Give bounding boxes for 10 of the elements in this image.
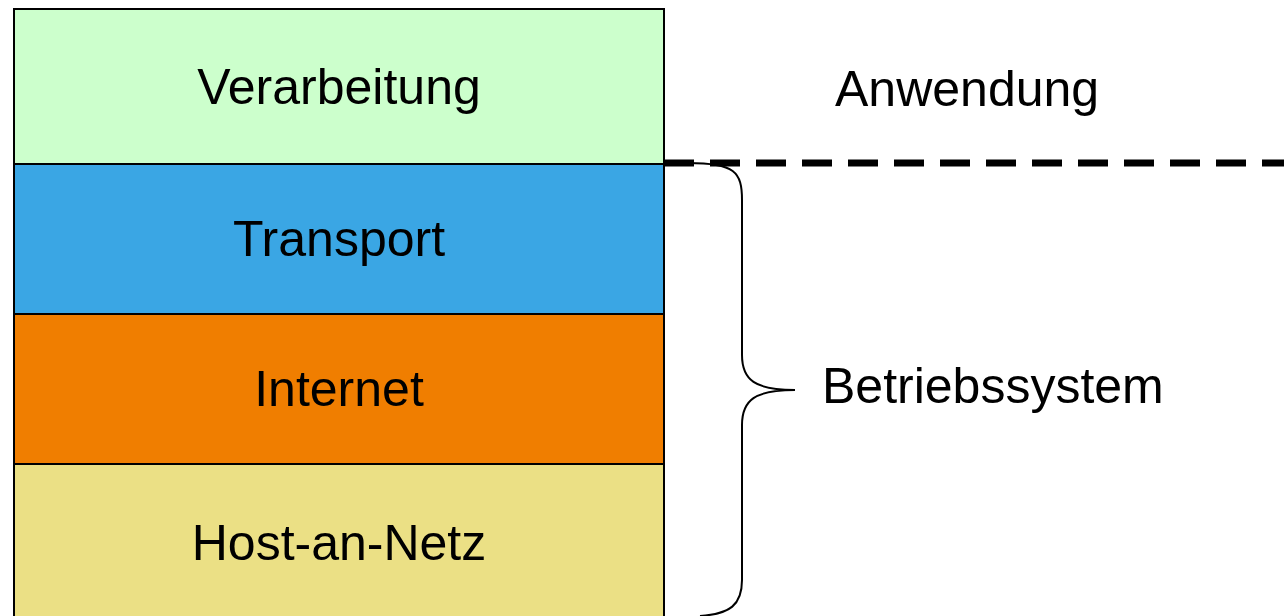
application-label: Anwendung xyxy=(835,60,1100,118)
layer-label: Transport xyxy=(232,210,446,268)
operating-system-label: Betriebssystem xyxy=(822,357,1164,415)
processing-layer-box xyxy=(13,8,665,165)
host-network-layer-box xyxy=(13,463,665,616)
internet-layer-box xyxy=(13,313,665,465)
layer-label: Verarbeitung xyxy=(197,57,481,116)
layer-label: Internet xyxy=(254,360,424,418)
layer-label: Host-an-Netz xyxy=(191,514,487,572)
transport-layer-box xyxy=(13,163,665,315)
